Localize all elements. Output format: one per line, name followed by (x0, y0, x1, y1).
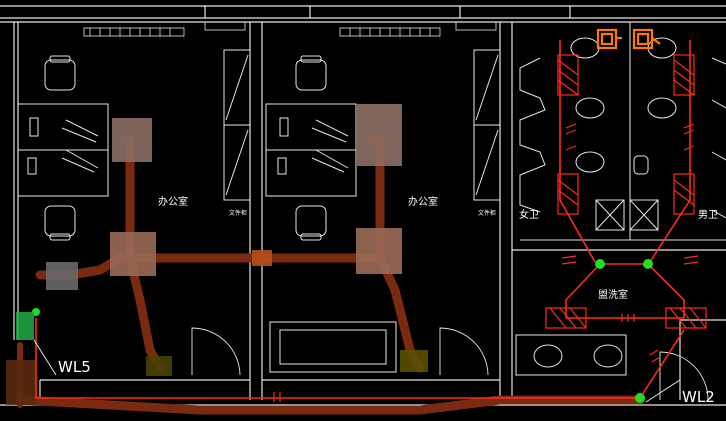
pipe-nodes (32, 259, 653, 403)
room-label-washroom: 盥洗室 (598, 288, 628, 301)
washbasin (533, 344, 563, 368)
node (595, 259, 605, 269)
riser-wl5 (16, 312, 34, 340)
mop-sink (595, 199, 625, 231)
room-label-office-2: 办公室 (408, 195, 438, 208)
leader-wl2 (645, 379, 681, 403)
toilet (575, 151, 605, 173)
doors (191, 327, 709, 401)
toilet (647, 97, 677, 119)
sofa (269, 321, 397, 373)
cabinet-label-1: 文件柜 (229, 209, 247, 217)
restroom-fixtures (515, 22, 726, 376)
room-label-female-wc: 女卫 (519, 208, 539, 221)
room-label-office-1: 办公室 (158, 195, 188, 208)
pipe-fittings (273, 54, 707, 402)
chair (44, 59, 76, 91)
washbasin (593, 344, 623, 368)
leader-wl5 (33, 339, 57, 376)
node (643, 259, 653, 269)
pipe-junctions (6, 104, 428, 405)
cabinet-label-2: 文件柜 (478, 209, 496, 217)
room-label-male-wc: 男卫 (698, 209, 718, 221)
walls (0, 5, 726, 406)
highlighted-fixtures (596, 28, 661, 50)
node (635, 393, 645, 403)
chair (295, 59, 327, 91)
toilet (575, 97, 605, 119)
chair (44, 205, 76, 237)
urinal (633, 155, 649, 175)
office-2-furniture (265, 49, 501, 373)
windows (83, 21, 497, 37)
pipe-label-wl5: WL5 (58, 358, 91, 376)
pipe-label-wl2: WL2 (682, 388, 715, 406)
mop-sink (629, 199, 659, 231)
office-1-furniture (17, 49, 251, 241)
chair (295, 205, 327, 237)
